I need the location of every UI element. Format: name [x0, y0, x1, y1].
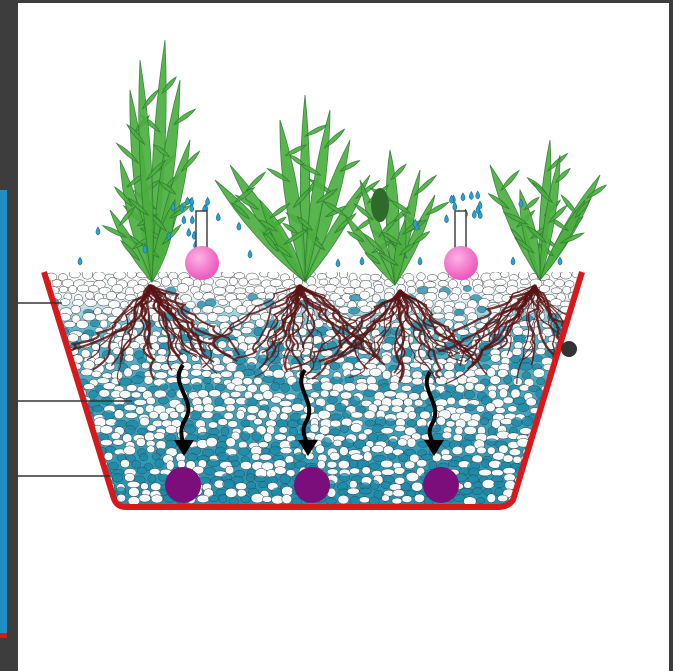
- water-drop-icon: [360, 257, 364, 265]
- water-drop-icon: [186, 197, 190, 205]
- sprinkler-icon: [444, 246, 478, 280]
- plant-icon: [103, 40, 200, 282]
- water-drop-icon: [182, 216, 186, 224]
- sprinkler-icon: [185, 246, 219, 280]
- plants: [103, 40, 607, 285]
- water-drop-icon: [336, 259, 340, 267]
- water-drop-icon: [461, 193, 465, 201]
- growing-medium: [35, 268, 631, 513]
- water-drop-icon: [418, 257, 422, 265]
- water-drop-icon: [190, 216, 194, 224]
- water-drop-icon: [472, 210, 476, 218]
- water-drop-icon: [96, 227, 100, 235]
- water-drop-icon: [216, 213, 220, 221]
- marker-dot: [561, 341, 577, 357]
- seed-pod: [371, 188, 389, 222]
- drain-icon: [423, 467, 459, 503]
- water-drop-icon: [445, 215, 449, 223]
- water-drop-icon: [78, 257, 82, 265]
- plant-icon: [488, 140, 606, 280]
- plant-icon: [345, 150, 449, 285]
- drain-icon: [165, 467, 201, 503]
- water-drop-icon: [187, 228, 191, 236]
- water-drop-icon: [469, 192, 473, 200]
- water-drop-icon: [558, 257, 562, 265]
- water-drop-icon: [237, 222, 241, 230]
- water-drop-icon: [511, 257, 515, 265]
- water-drop-icon: [476, 191, 480, 199]
- sprinkler-pipe: [455, 211, 466, 249]
- plant-icon: [215, 95, 380, 282]
- water-drop-icon: [248, 250, 252, 258]
- sprinkler-right: [444, 211, 478, 280]
- drain-icon: [294, 467, 330, 503]
- sprinkler-pipe: [196, 211, 207, 249]
